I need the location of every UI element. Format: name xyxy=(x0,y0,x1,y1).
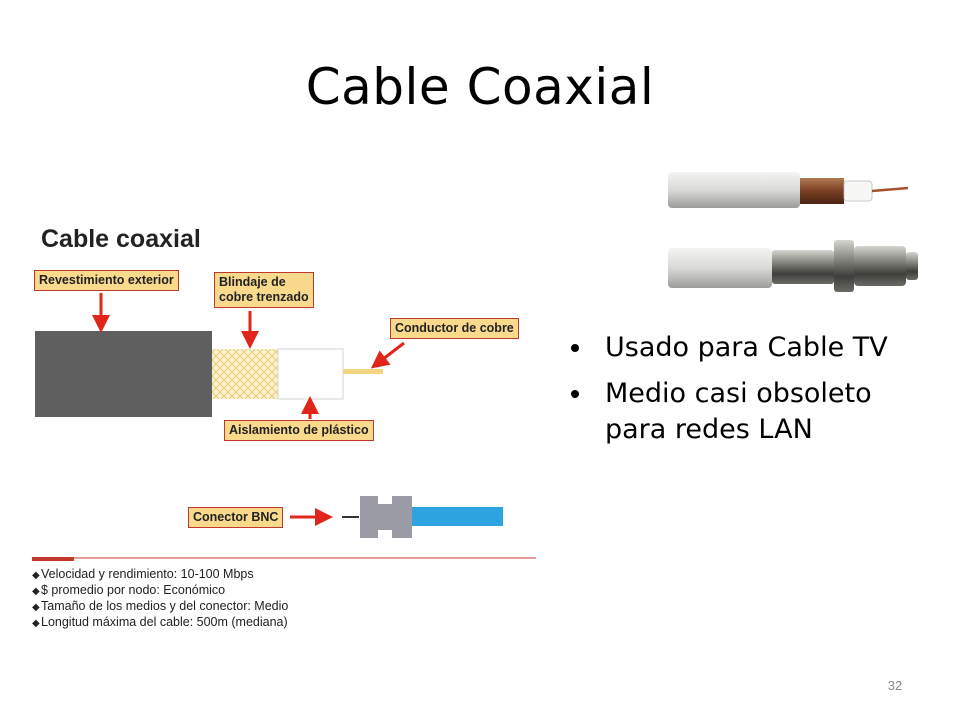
arrow-conductor xyxy=(370,341,405,369)
top-cable-dielectric xyxy=(843,180,873,202)
bnc-tip xyxy=(906,252,918,280)
spec-item: ◆$ promedio por nodo: Económico xyxy=(32,582,532,598)
plastic-insulation-shape xyxy=(277,348,344,400)
spec-item: ◆Longitud máxima del cable: 500m (median… xyxy=(32,614,532,630)
bullet-icon xyxy=(571,390,579,398)
label-outer-jacket: Revestimiento exterior xyxy=(34,270,179,291)
coaxial-diagram-drawing xyxy=(32,293,536,561)
diamond-icon: ◆ xyxy=(32,570,40,581)
label-braided-shield-line2: cobre trenzado xyxy=(219,290,309,304)
bnc-connector-shape xyxy=(360,496,412,538)
label-braided-shield-line1: Blindaje de xyxy=(219,275,286,289)
label-plastic-insulation: Aislamiento de plástico xyxy=(224,420,374,441)
coaxial-cable-photo xyxy=(668,162,922,310)
diamond-icon: ◆ xyxy=(32,618,40,629)
label-plastic-insulation-text: Aislamiento de plástico xyxy=(229,423,369,437)
outer-jacket-shape xyxy=(35,331,212,417)
bullet-icon xyxy=(571,344,579,352)
label-copper-conductor-text: Conductor de cobre xyxy=(395,321,514,335)
bullet-item: Usado para Cable TV xyxy=(567,330,937,366)
bnc-collar xyxy=(834,240,854,292)
slide-title: Cable Coaxial xyxy=(305,58,655,116)
bottom-cable-jacket xyxy=(668,248,772,288)
bnc-cable-blue xyxy=(412,507,503,526)
bnc-ferrule xyxy=(772,250,834,284)
top-cable-braid xyxy=(800,178,844,204)
diamond-icon: ◆ xyxy=(32,602,40,613)
spec-divider-accent xyxy=(32,557,74,561)
spec-list: ◆Velocidad y rendimiento: 10-100 Mbps ◆$… xyxy=(32,566,532,630)
top-cable-core xyxy=(871,186,909,193)
coaxial-diagram: Cable coaxial Revestimiento exterior Bli… xyxy=(28,216,540,646)
bullet-item: Medio casi obsoleto para redes LAN xyxy=(567,376,937,448)
top-cable-jacket xyxy=(668,172,800,208)
diagram-heading: Cable coaxial xyxy=(41,225,201,253)
label-bnc-connector-text: Conector BNC xyxy=(193,510,279,524)
label-outer-jacket-text: Revestimiento exterior xyxy=(39,273,174,287)
bullet-list: Usado para Cable TV Medio casi obsoleto … xyxy=(567,330,937,458)
braided-shield-shape xyxy=(212,349,278,399)
diamond-icon: ◆ xyxy=(32,586,40,597)
coaxial-cable-photo-drawing xyxy=(668,172,918,292)
bnc-body xyxy=(854,246,906,286)
spec-item: ◆Tamaño de los medios y del conector: Me… xyxy=(32,598,532,614)
label-bnc-connector: Conector BNC xyxy=(188,507,284,528)
label-copper-conductor: Conductor de cobre xyxy=(390,318,519,339)
page-number: 32 xyxy=(887,678,903,693)
spec-item: ◆Velocidad y rendimiento: 10-100 Mbps xyxy=(32,566,532,582)
copper-conductor-shape xyxy=(343,369,383,374)
label-braided-shield: Blindaje de cobre trenzado xyxy=(214,272,314,308)
